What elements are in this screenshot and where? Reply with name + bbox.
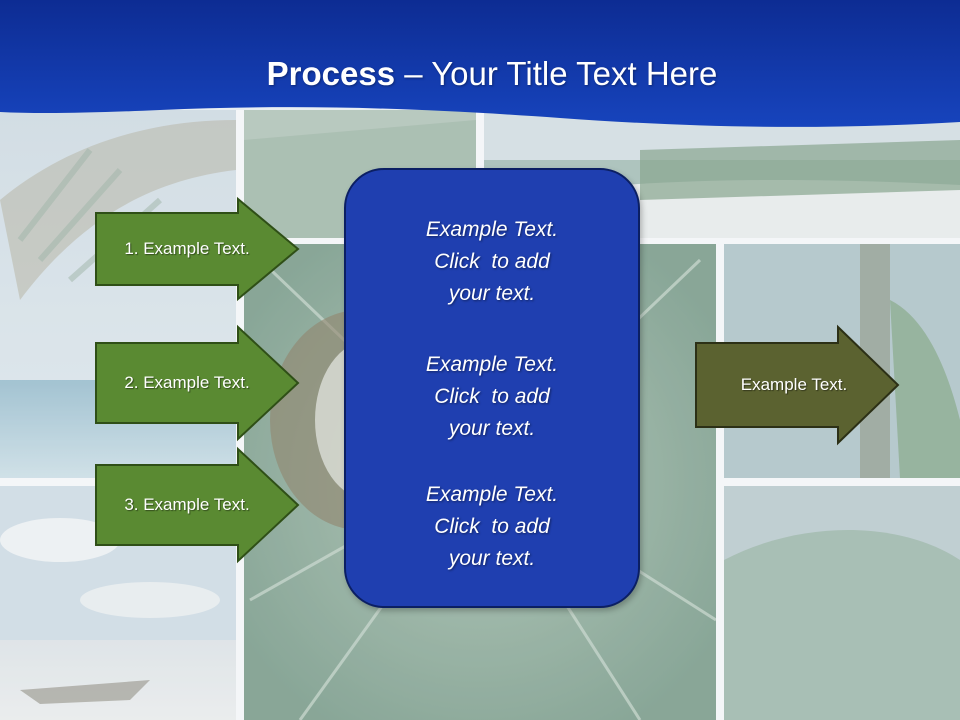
arrow-shape xyxy=(95,446,300,564)
center-text-box[interactable]: Example Text. Click to add your text. Ex… xyxy=(344,168,640,608)
block-line: your text. xyxy=(448,282,536,305)
block-line: your text. xyxy=(448,547,536,570)
block-line: Example Text. xyxy=(425,483,559,506)
arrow-shape xyxy=(95,196,300,302)
arrow-shape xyxy=(95,324,300,442)
block-line: Example Text. xyxy=(425,218,559,241)
result-arrow[interactable]: Example Text. xyxy=(695,324,900,446)
block-line: your text. xyxy=(448,417,536,440)
step-arrow-3[interactable]: 3. Example Text. xyxy=(95,446,300,564)
center-text-block-3: Example Text. Click to add your text. xyxy=(346,479,638,575)
result-label: Example Text. xyxy=(740,375,848,394)
center-text-block-2: Example Text. Click to add your text. xyxy=(346,349,638,445)
step-label-1: 1. Example Text. xyxy=(124,239,250,258)
block-line: Click to add xyxy=(434,250,550,273)
block-line: Click to add xyxy=(434,515,550,538)
step-label-3: 3. Example Text. xyxy=(124,495,250,514)
block-line: Click to add xyxy=(434,385,550,408)
block-line: Example Text. xyxy=(425,353,559,376)
arrow-shape xyxy=(695,324,900,446)
title-rest: – Your Title Text Here xyxy=(395,55,718,92)
step-label-2: 2. Example Text. xyxy=(124,373,250,392)
page-title[interactable]: Process – Your Title Text Here xyxy=(0,52,960,96)
center-text-block-1: Example Text. Click to add your text. xyxy=(346,214,638,310)
step-arrow-2[interactable]: 2. Example Text. xyxy=(95,324,300,442)
step-arrow-1[interactable]: 1. Example Text. xyxy=(95,196,300,302)
title-bold: Process xyxy=(266,55,396,92)
